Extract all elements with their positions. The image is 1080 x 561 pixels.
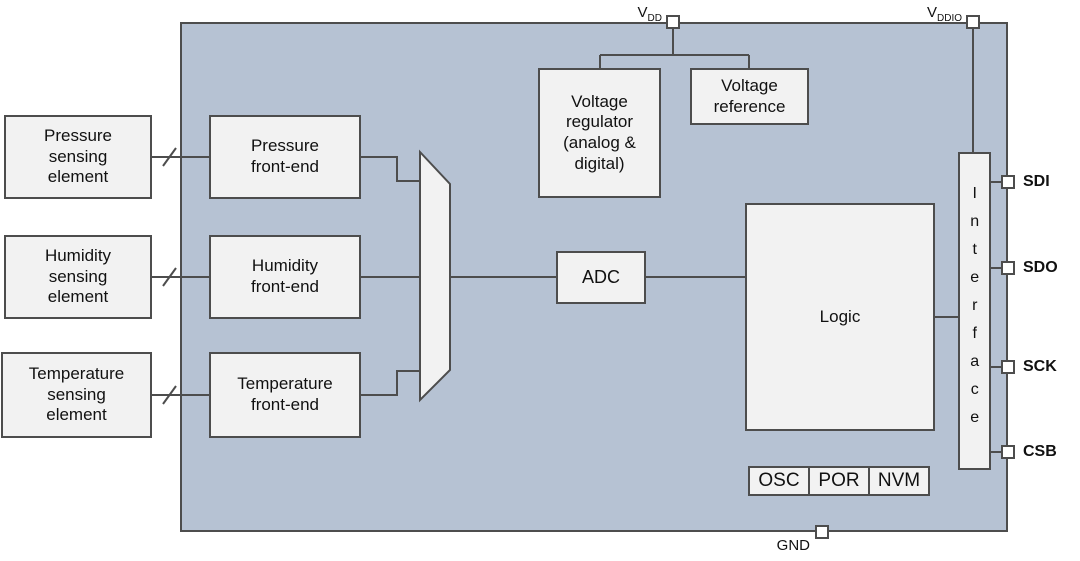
vddio-pad bbox=[966, 15, 980, 29]
por-block: POR bbox=[808, 466, 870, 496]
osc-block: OSC bbox=[748, 466, 810, 496]
pressure-frontend-to-mux bbox=[361, 156, 421, 182]
logic-block: Logic bbox=[745, 203, 935, 431]
vdd-rail bbox=[599, 29, 750, 68]
logic-label: Logic bbox=[819, 306, 861, 326]
humidity-front-end-block: Humidity front-end bbox=[209, 235, 361, 319]
temperature-front-end-label: Temperature front-end bbox=[237, 374, 333, 414]
humidity-sensing-element-block: Humidity sensing element bbox=[4, 235, 152, 319]
adc-label: ADC bbox=[581, 266, 620, 287]
vddio-base: V bbox=[926, 4, 937, 21]
temperature-sensing-element-label: Temperature sensing element bbox=[28, 363, 125, 425]
voltage-reference-label: Voltage reference bbox=[713, 75, 786, 116]
sdo-pin-label: SDO bbox=[1023, 259, 1058, 276]
mux-shape bbox=[419, 149, 451, 403]
pressure-sensing-element-label: Pressure sensing element bbox=[43, 125, 113, 187]
humidity-sensing-element-label: Humidity sensing element bbox=[44, 245, 112, 307]
voltage-reference-block: Voltage reference bbox=[690, 68, 809, 125]
vddio-pin-label: VDDIO bbox=[880, 4, 962, 24]
pressure-front-end-label: Pressure front-end bbox=[250, 136, 320, 176]
vdd-pad bbox=[666, 15, 680, 29]
interface-label: Interface bbox=[966, 185, 984, 437]
csb-pad bbox=[1001, 445, 1015, 459]
temperature-front-end-block: Temperature front-end bbox=[209, 352, 361, 438]
vdd-pin-label: VDD bbox=[598, 4, 662, 24]
sdo-pad bbox=[1001, 261, 1015, 275]
voltage-regulator-label: Voltage regulator (analog & digital) bbox=[563, 91, 636, 173]
gnd-pad bbox=[815, 525, 829, 539]
voltage-regulator-block: Voltage regulator (analog & digital) bbox=[538, 68, 661, 198]
vdd-base: V bbox=[637, 4, 648, 21]
nvm-block: NVM bbox=[868, 466, 930, 496]
sdi-pin-label: SDI bbox=[1023, 173, 1050, 190]
humidity-front-end-label: Humidity front-end bbox=[250, 256, 320, 296]
sck-pad bbox=[1001, 360, 1015, 374]
temperature-sensing-element-block: Temperature sensing element bbox=[1, 352, 152, 438]
csb-pin-label: CSB bbox=[1023, 443, 1057, 460]
sck-pin-label: SCK bbox=[1023, 358, 1057, 375]
adc-block: ADC bbox=[556, 251, 646, 304]
pressure-sensing-element-block: Pressure sensing element bbox=[4, 115, 152, 199]
vddio-sub: DDIO bbox=[937, 13, 962, 24]
gnd-pin-label: GND bbox=[776, 537, 810, 554]
por-label: POR bbox=[818, 470, 860, 492]
interface-block: Interface bbox=[958, 152, 991, 470]
temperature-frontend-to-mux bbox=[361, 370, 421, 396]
humidity-bus-slash bbox=[162, 267, 177, 287]
pressure-front-end-block: Pressure front-end bbox=[209, 115, 361, 199]
sdi-pad bbox=[1001, 175, 1015, 189]
pressure-bus-slash bbox=[162, 147, 177, 167]
vdd-sub: DD bbox=[647, 13, 662, 24]
nvm-label: NVM bbox=[877, 470, 921, 492]
temperature-bus-slash bbox=[162, 385, 177, 405]
osc-label: OSC bbox=[758, 470, 800, 492]
